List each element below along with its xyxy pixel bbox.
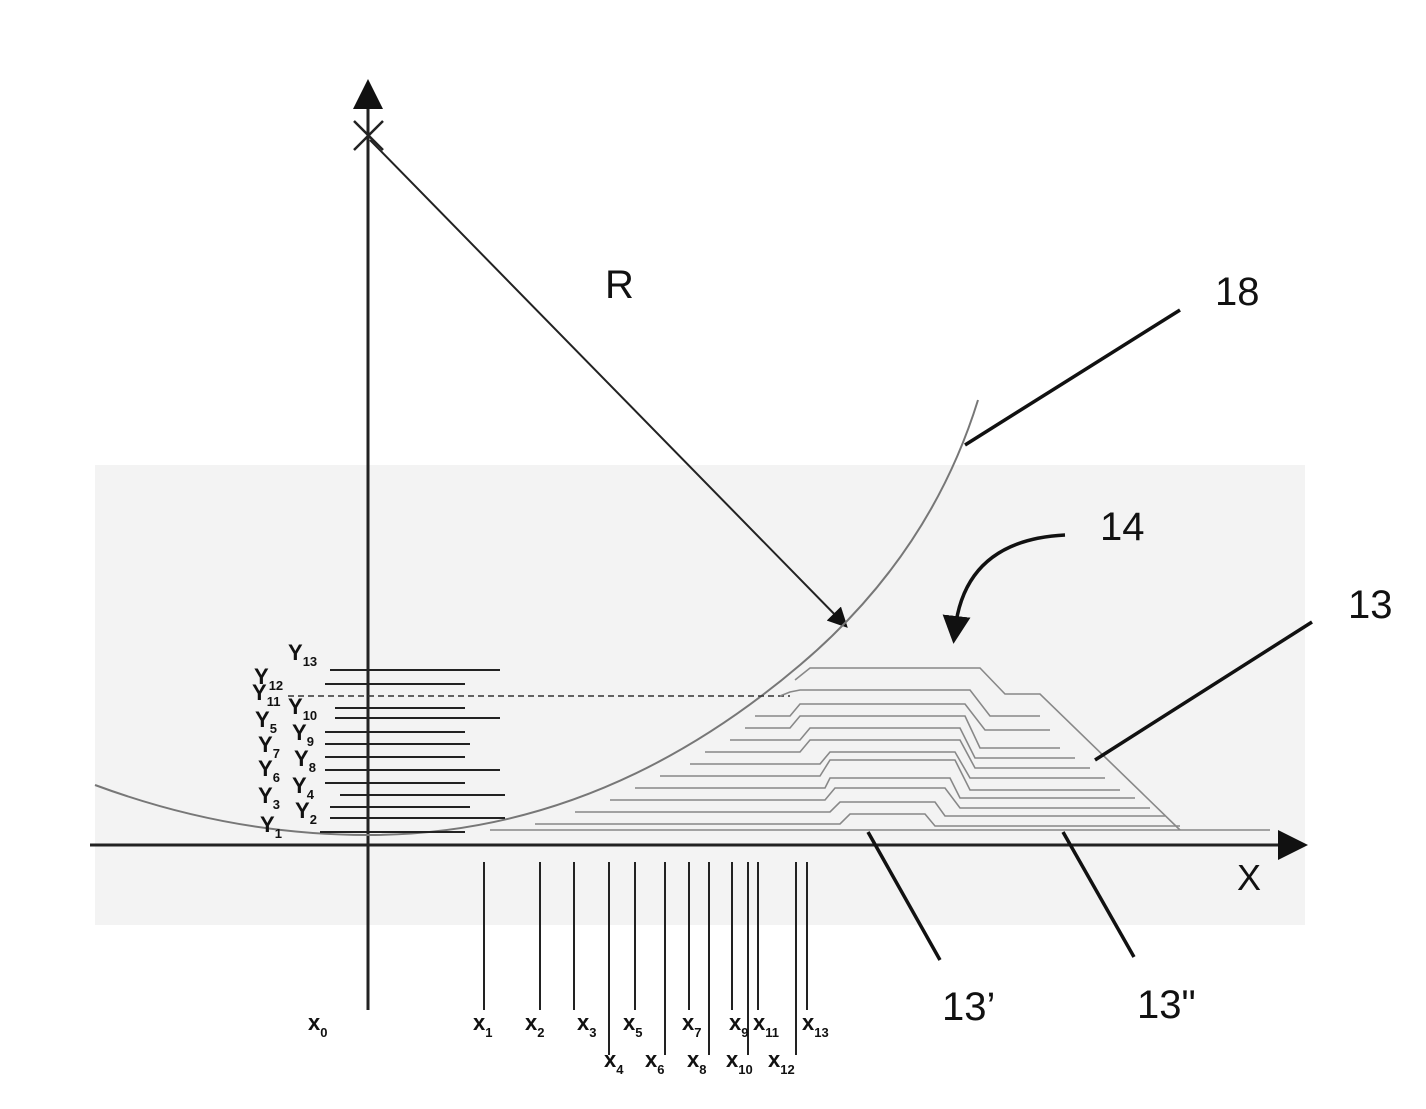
ref-label-18: 18 [1215, 270, 1260, 314]
x-axis-label: X [1237, 857, 1261, 898]
leader-18 [965, 310, 1180, 445]
radius-label: R [605, 263, 634, 307]
ref-label-13: 13 [1348, 583, 1393, 627]
x-label-11: x11 [753, 1010, 779, 1040]
ref-label-14: 14 [1100, 505, 1145, 549]
x-label-1: x1 [473, 1010, 492, 1040]
x-position-labels: x0 x1 x2 x3 x4 x5 x6 x7 x8 x9 x10 x11 x1… [308, 1010, 829, 1077]
x-label-6: x6 [645, 1047, 664, 1077]
x-label-2: x2 [525, 1010, 544, 1040]
ref-label-13-prime: 13’ [942, 985, 995, 1029]
x-label-13: x13 [802, 1010, 829, 1040]
x-label-9: x9 [729, 1010, 748, 1040]
x-label-8: x8 [687, 1047, 706, 1077]
x-label-3: x3 [577, 1010, 596, 1040]
x-label-0: x0 [308, 1010, 327, 1040]
ref-label-13-double: 13" [1137, 983, 1196, 1027]
x-label-12: x12 [768, 1047, 795, 1077]
x-label-7: x7 [682, 1010, 701, 1040]
x-label-4: x4 [604, 1047, 624, 1077]
x-label-5: x5 [623, 1010, 642, 1040]
